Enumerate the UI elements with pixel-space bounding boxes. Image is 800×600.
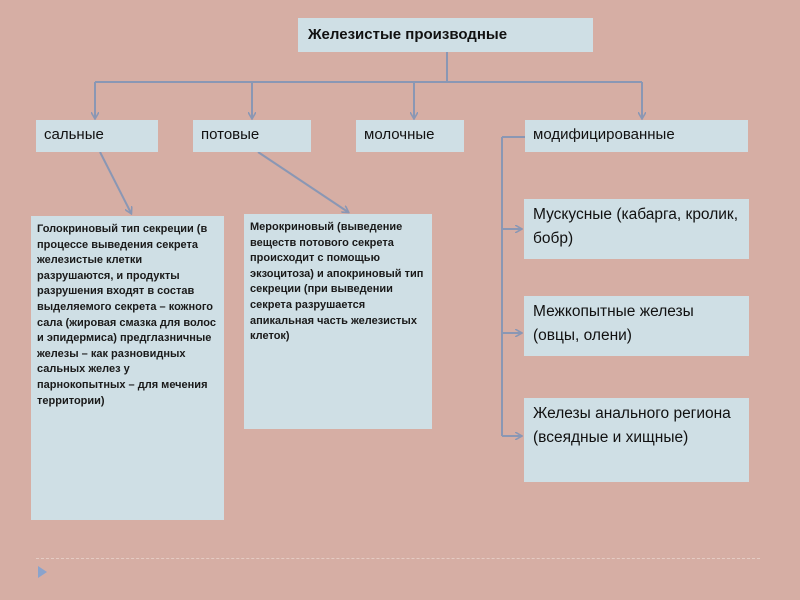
arrow-sweat-desc: [257, 151, 348, 212]
category-mammary: молочные: [356, 120, 464, 152]
footer-divider: [36, 558, 760, 559]
modified-interdigital: Межкопытные железы (овцы, олени): [524, 296, 749, 356]
modified-anal: Железы анального региона (всеядные и хищ…: [524, 398, 749, 482]
category-sweat: потовые: [193, 120, 311, 152]
diagram-title: Железистые производные: [298, 18, 593, 52]
category-modified: модифицированные: [525, 120, 748, 152]
sweat-description: Мерокриновый (выведение веществ потового…: [244, 214, 432, 429]
category-sebaceous: сальные: [36, 120, 158, 152]
play-icon[interactable]: [38, 566, 47, 578]
sebaceous-description: Голокриновый тип секреции (в процессе вы…: [31, 216, 224, 520]
modified-musk: Мускусные (кабарга, кролик, бобр): [524, 199, 749, 259]
arrow-sebaceous-desc: [99, 151, 131, 213]
